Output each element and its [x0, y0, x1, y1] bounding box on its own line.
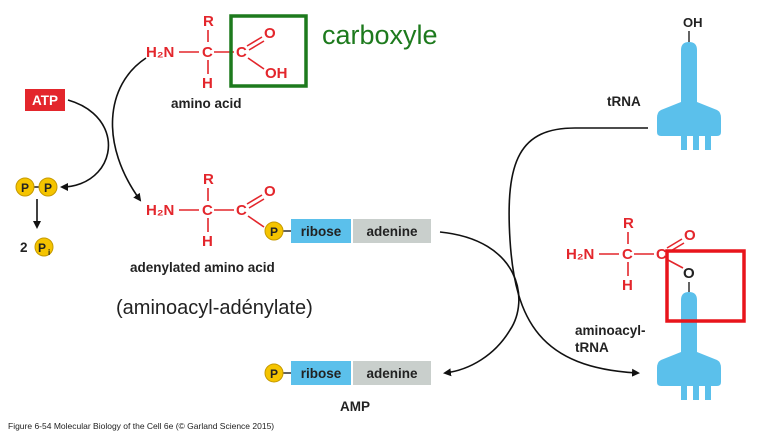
aa-hydroxyl: OH — [265, 65, 288, 82]
aminoacyl-trna-structure: R H₂N C C H O — [566, 215, 696, 294]
ad-hydrogen: H — [202, 233, 213, 250]
pp-phosphate-2 — [38, 177, 58, 197]
amp-ribose-box — [291, 361, 351, 385]
at-alpha-carbon: C — [622, 246, 633, 263]
pp-phosphate-1 — [15, 177, 35, 197]
ad-alpha-carbon: C — [202, 202, 213, 219]
ester-bond-highlight-box — [665, 249, 746, 323]
aminoacyl-trna-label-line1: aminoacyl- — [575, 323, 646, 338]
trna-to-aminoacyl-arrow — [508, 127, 648, 377]
adenylated-amino-acid-label: adenylated amino acid — [130, 260, 275, 275]
ad-carboxyl-carbon: C — [236, 202, 247, 219]
atp-badge: ATP — [25, 89, 65, 111]
amp-phosphate — [264, 363, 284, 383]
atp-label: ATP — [32, 93, 58, 108]
inorganic-phosphate: 2 P i — [20, 237, 54, 257]
aa-amino-group: H₂N — [146, 44, 174, 61]
amp-nucleotide: P ribose adenine — [264, 361, 431, 385]
aa-bond-o-double-1 — [246, 36, 263, 47]
adenylate-to-amp-arrow — [439, 231, 520, 377]
at-amino-group: H₂N — [566, 246, 594, 263]
pp-label-2: P — [44, 181, 52, 195]
aa-bond-oh — [247, 57, 265, 70]
trna-label: tRNA — [607, 94, 641, 109]
pi-subscript: i — [48, 248, 50, 257]
amino-acid-structure: R H₂N C C H O OH — [146, 13, 288, 92]
amino-acid-curve-arrow — [111, 57, 147, 202]
pi-label: P — [38, 241, 46, 255]
carboxyl-highlight-box — [229, 14, 308, 88]
figure-caption: Figure 6-54 Molecular Biology of the Cel… — [8, 421, 274, 431]
aminoacyl-trna-label-line2: tRNA — [575, 340, 609, 355]
at-ester-bond — [667, 259, 684, 269]
ad-phosphate — [264, 221, 284, 241]
ad-r-group: R — [203, 171, 214, 188]
at-ester-oxygen: O — [683, 265, 695, 282]
amp-ribose-label: ribose — [301, 366, 342, 381]
ad-phosphate-label: P — [270, 225, 278, 239]
atp-curve-arrow — [60, 99, 110, 191]
aa-r-group: R — [203, 13, 214, 30]
ad-adenine-label: adenine — [366, 224, 418, 239]
at-hydrogen: H — [622, 277, 633, 294]
aa-hydrogen: H — [202, 75, 213, 92]
ad-ester-bond — [247, 215, 265, 228]
amp-adenine-box — [353, 361, 431, 385]
pyrophosphate: P P — [15, 177, 58, 197]
pi-circle — [34, 237, 54, 257]
at-carboxyl-carbon: C — [656, 246, 667, 263]
aa-carbonyl-oxygen: O — [264, 25, 276, 42]
aminoacyl-trna-shape — [657, 292, 721, 400]
amino-acid-label: amino acid — [171, 96, 242, 111]
trna-shape — [657, 42, 721, 150]
aa-carboxyl-carbon: C — [236, 44, 247, 61]
carboxyle-annotation: carboxyle — [322, 20, 438, 50]
aa-alpha-carbon: C — [202, 44, 213, 61]
at-carbonyl-oxygen: O — [684, 227, 696, 244]
pp-label-1: P — [21, 181, 29, 195]
aminoacyl-adenylate-annotation: (aminoacyl-adénylate) — [116, 297, 313, 319]
ad-carbonyl-oxygen: O — [264, 183, 276, 200]
pi-coefficient: 2 — [20, 240, 28, 255]
trna-molecule: OH — [657, 15, 721, 150]
at-bond-o-double-1 — [666, 238, 683, 249]
ad-amino-group: H₂N — [146, 202, 174, 219]
ad-ribose-label: ribose — [301, 224, 342, 239]
at-r-group: R — [623, 215, 634, 232]
adenylate-nucleotide: P ribose adenine — [264, 219, 431, 243]
adenylated-amino-acid-structure: R H₂N C C H O — [146, 171, 276, 250]
aa-bond-o-double-2 — [248, 40, 265, 51]
trna-3prime-oh: OH — [683, 15, 703, 30]
ad-bond-o-double-1 — [246, 194, 263, 205]
ad-ribose-box — [291, 219, 351, 243]
ad-adenine-box — [353, 219, 431, 243]
amp-phosphate-label: P — [270, 367, 278, 381]
amp-adenine-label: adenine — [366, 366, 418, 381]
atp-box — [25, 89, 65, 111]
amp-label: AMP — [340, 399, 370, 414]
ad-bond-o-double-2 — [248, 198, 265, 209]
